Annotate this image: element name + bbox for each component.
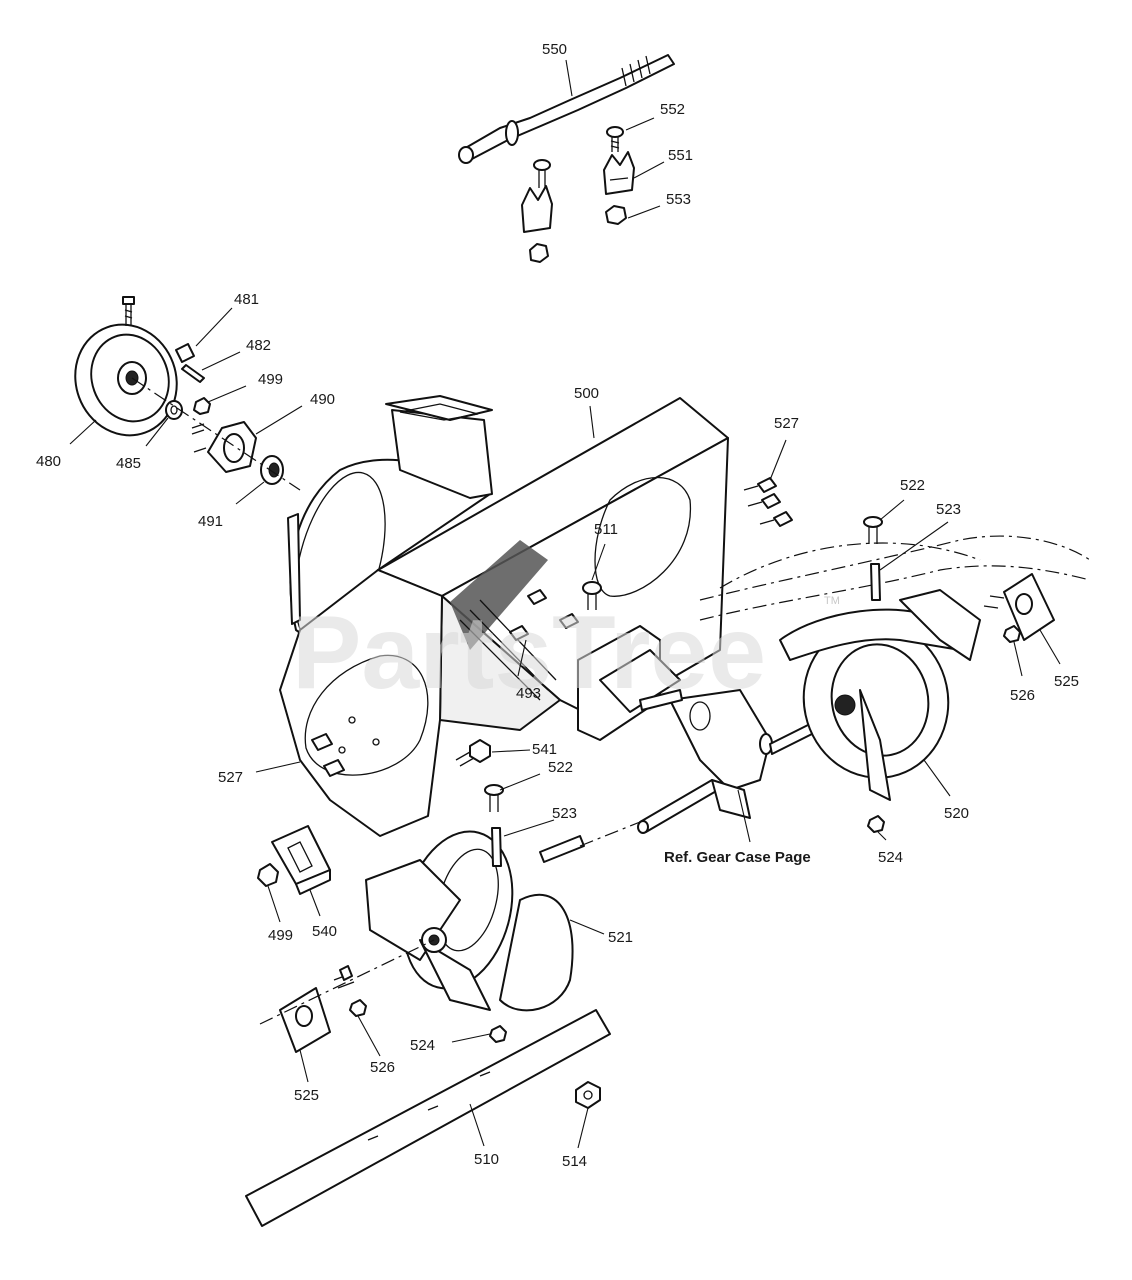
part-flange-bolts[interactable] (191, 423, 207, 453)
right-auger-flight-outline-3 (719, 542, 981, 589)
part-chute-bracket-left[interactable] (521, 159, 553, 263)
part-522-bolt-upper[interactable] (863, 516, 883, 544)
callout-523-upper: 523 (936, 501, 961, 518)
part-523-spacer-upper[interactable] (870, 563, 881, 601)
callout-522-lower: 522 (548, 759, 573, 776)
callout-524-upper: 524 (878, 849, 903, 866)
callout-540: 540 (312, 923, 337, 940)
callout-493: 493 (516, 685, 541, 702)
callout-525-upper: 525 (1054, 673, 1079, 690)
callout-525-lower: 525 (294, 1087, 319, 1104)
callout-491: 491 (198, 513, 223, 530)
part-491-bearing[interactable] (260, 455, 284, 485)
watermark-text: PartsTree (292, 595, 766, 711)
callout-552: 552 (660, 101, 685, 118)
part-553-nut[interactable] (605, 205, 627, 225)
callout-527-upper: 527 (774, 415, 799, 432)
lower-bearing-centerline (259, 939, 435, 1025)
callout-553: 553 (666, 191, 691, 208)
part-527-bolts-upper[interactable] (743, 477, 793, 527)
part-499-nut-upper[interactable] (193, 397, 211, 415)
part-526-nut-lower[interactable] (349, 999, 367, 1017)
part-524-nut-lower[interactable] (489, 1025, 507, 1043)
part-521-auger-left[interactable] (365, 819, 585, 1012)
part-552-screw[interactable] (606, 126, 624, 152)
part-551-bracket[interactable] (603, 151, 635, 195)
gear-case-assembly[interactable] (577, 625, 813, 834)
part-541-bolt[interactable] (455, 739, 491, 767)
callout-500: 500 (574, 385, 599, 402)
part-490-bearing-flange[interactable] (207, 421, 257, 473)
callout-499-lower: 499 (268, 927, 293, 944)
callout-480: 480 (36, 453, 61, 470)
callout-551: 551 (668, 147, 693, 164)
right-auger-flight-outline-1 (699, 535, 1091, 601)
pulley-shaft-centerline (131, 377, 301, 491)
part-500-auger-housing[interactable] (278, 395, 729, 837)
part-522-bolt-lower[interactable] (484, 784, 504, 812)
part-526-nut-upper[interactable] (1003, 625, 1021, 643)
reference-note-gear-case: Ref. Gear Case Page (664, 849, 811, 866)
part-514-nut[interactable] (575, 1081, 601, 1109)
callout-521: 521 (608, 929, 633, 946)
callout-490: 490 (310, 391, 335, 408)
callout-526-lower: 526 (370, 1059, 395, 1076)
callout-514: 514 (562, 1153, 587, 1170)
callout-522-upper: 522 (900, 477, 925, 494)
callout-485: 485 (116, 455, 141, 472)
part-525-bearing-plate-upper[interactable] (983, 573, 1055, 641)
part-524-nut-upper[interactable] (867, 815, 885, 833)
callout-523-lower: 523 (552, 805, 577, 822)
callout-550: 550 (542, 41, 567, 58)
right-auger-flight-outline-2 (699, 565, 1091, 621)
callout-524-lower: 524 (410, 1037, 435, 1054)
part-520-auger-right[interactable] (779, 589, 981, 801)
callout-labels: 550 552 551 553 481 482 499 490 480 485 … (36, 41, 1079, 1170)
part-511-bolt[interactable] (582, 581, 602, 610)
part-480-pulley[interactable] (60, 310, 192, 449)
callout-520: 520 (944, 805, 969, 822)
callout-541: 541 (532, 741, 557, 758)
part-550-chute-crank[interactable] (458, 54, 675, 164)
part-510-scraper-bar[interactable] (245, 1009, 611, 1227)
callout-511: 511 (594, 521, 618, 538)
part-499-nut-lower[interactable] (257, 863, 279, 887)
left-auger-shaft-centerline (579, 821, 641, 847)
callout-527-lower: 527 (218, 769, 243, 786)
part-482-key[interactable] (181, 364, 205, 383)
part-493-bolts[interactable] (509, 589, 579, 641)
part-485-washer[interactable] (165, 400, 183, 420)
part-525-bearing-plate-lower[interactable] (279, 965, 355, 1053)
part-527-bolts-lower[interactable] (311, 733, 345, 777)
callout-526-upper: 526 (1010, 687, 1035, 704)
leader-lines (69, 59, 1061, 1149)
callout-499-upper: 499 (258, 371, 283, 388)
part-481-bolt[interactable] (175, 343, 195, 363)
callout-481: 481 (234, 291, 259, 308)
watermark-trademark: TM (824, 595, 840, 607)
part-540-skid-shoe[interactable] (271, 825, 331, 895)
callout-510: 510 (474, 1151, 499, 1168)
part-523-spacer-lower[interactable] (491, 827, 502, 867)
part-pulley-bolt[interactable] (122, 296, 135, 326)
callout-482: 482 (246, 337, 271, 354)
